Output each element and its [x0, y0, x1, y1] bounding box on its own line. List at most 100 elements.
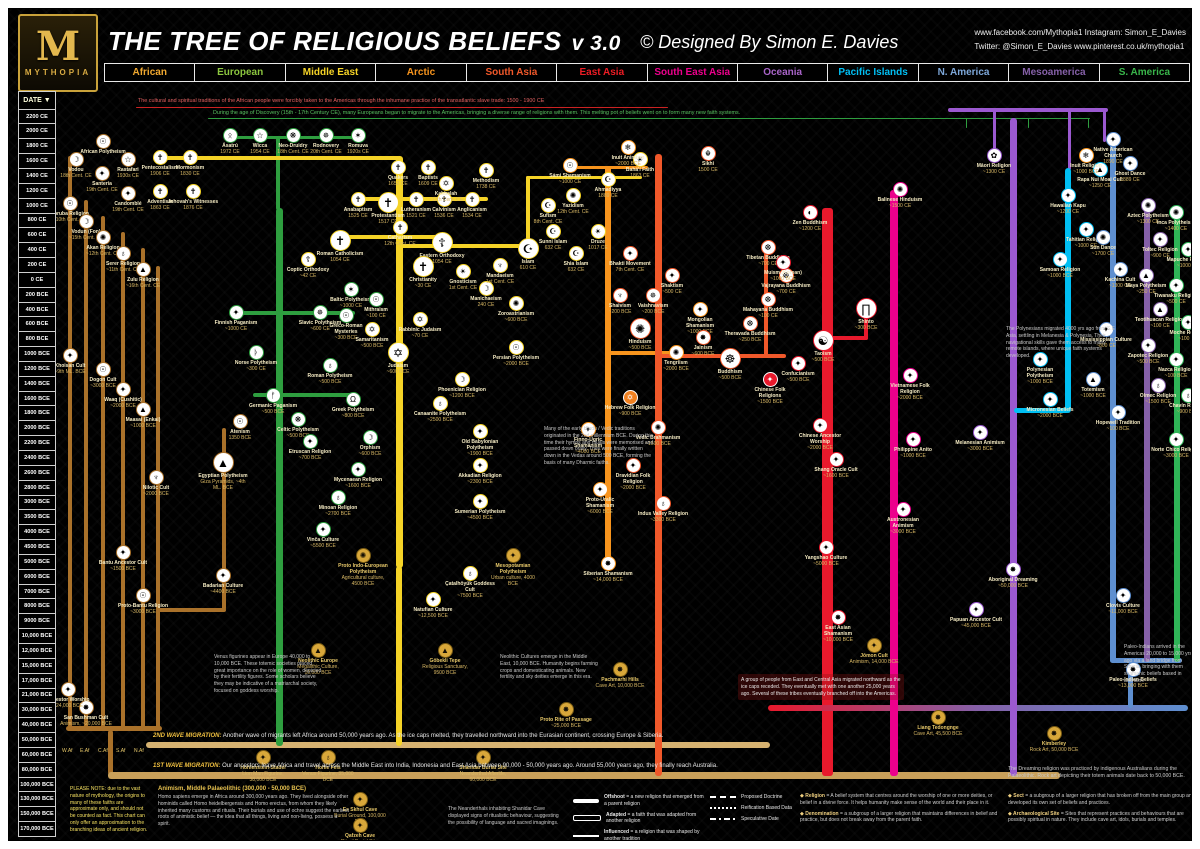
african-polytheism-icon: ☉	[95, 134, 111, 149]
node-hopewell-tradition: ✦Hopewell Tradition~100 BCE	[1091, 405, 1145, 433]
finno-ugric-shamanism-icon: ✦	[580, 422, 596, 437]
node-shaivism: ♆Shaivism~200 BCE	[593, 288, 647, 316]
definition-religion: ◆ Religion = A belief system that centre…	[800, 793, 993, 806]
maasai-enkai-label: Maasai (Enkai)~1000 BCE	[125, 417, 161, 429]
definition-sect-term: ◆ Sect	[1008, 793, 1026, 799]
timeline-4000-bce: 4000 BCE	[18, 524, 56, 541]
node-shinto: ∏Shinto~300 BCE	[839, 298, 893, 332]
node-proto-uralic-shamanism: ✦Proto-Uralic Shamanism~6000 BCE	[573, 482, 627, 516]
node-indus-valley-religion: ♁Indus Valley Religion~3300 BCE	[636, 496, 690, 524]
vodun-fon-label: Vodun (Fon)~15th Cent. CE	[68, 229, 104, 241]
node-papuan-ancestor-cult: ✦Papuan Ancestor Cult~45,000 BCE	[949, 602, 1003, 630]
branch-40	[890, 190, 898, 776]
polynesian-polytheism-label: Polynesian Polytheism~1000 BCE	[1026, 367, 1054, 385]
node-aboriginal-dreaming: ✸Aboriginal Dreaming~50,000 BCE	[986, 562, 1040, 590]
timeline-4500-bce: 4500 BCE	[18, 539, 56, 555]
node-ancestor-worship: ✦Ancestor Worship~24,000 BCE	[41, 682, 95, 710]
gnosticism-icon: ✴	[455, 264, 471, 279]
timeline-400-bce: 400 BCE	[18, 301, 56, 318]
rodnovery-icon: ✵	[318, 128, 334, 143]
timeline-600-ce: 600 CE	[18, 227, 56, 244]
legend-proposed-doctrine: Proposed Doctrine	[710, 794, 794, 801]
node-chinese-folk-religions: ✦Chinese Folk Religions~1500 BCE	[743, 372, 797, 406]
legend-proposed-doctrine-text: Proposed Doctrine	[741, 794, 783, 800]
definition-archaeological-site: ◆ Archaeological Site = Sites that repre…	[1008, 810, 1184, 824]
tahitian-religion-icon: ✦	[1078, 222, 1094, 237]
zapotec-religion-label: Zapotec Religion~500 BCE	[1127, 353, 1169, 365]
node-khoisan-cult: ✦Khoisan Cult~9th ML. BCE	[43, 348, 97, 376]
node-maya-polytheism: ▲Maya Polytheism~250 CE	[1119, 268, 1173, 296]
finno-ugric-shamanism-label: Finno-Ugric Shamanism~4000 BCE	[573, 437, 603, 455]
roman-polytheism-label: Roman Polytheism~500 BCE	[307, 373, 353, 385]
vin-a-culture-icon: ✦	[315, 522, 331, 537]
atalh-y-k-goddess-cult-icon: ♁	[462, 566, 478, 581]
badarian-culture-icon: ✦	[215, 568, 231, 583]
neolithic-europe-icon: ▲	[310, 643, 326, 658]
tahitian-religion-label: Tahitian Religion~1000 CE	[1066, 237, 1106, 249]
node-dogon-cult: ☉Dogon Cult~3000 BCE	[76, 362, 130, 390]
etruscan-religion-label: Etruscan Religion~700 BCE	[288, 449, 332, 461]
legend-reification-based-data: Reification Based Data	[710, 805, 794, 812]
please-note: PLEASE NOTE: due to the vast nature of m…	[70, 786, 148, 833]
hawaiian-kapu-icon: ✦	[1060, 188, 1076, 203]
inuit-animism-label: Inuit Animism~2000 BCE	[611, 155, 645, 167]
minoan-religion-label: Minoan Religion~2700 BCE	[318, 505, 358, 517]
timeline-7000-bce: 7000 BCE	[18, 583, 56, 600]
branch-16	[1088, 118, 1089, 128]
khoisan-cult-icon: ✦	[62, 348, 78, 363]
ancestor-worship-label: Ancestor Worship~24,000 BCE	[46, 697, 90, 709]
roman-polytheism-icon: ♁	[322, 358, 338, 373]
timeline-1800-bce: 1800 BCE	[18, 405, 56, 422]
san-bushman-cult-icon: ✸	[78, 700, 94, 715]
atalh-y-k-goddess-cult-label: Çatalhöyük Goddess Cult~7500 BCE	[445, 581, 495, 599]
liang-tedongnge-icon: ✸	[930, 710, 946, 725]
bhakti-movement-icon: ✦	[622, 246, 638, 261]
shaktism-icon: ✦	[664, 268, 680, 283]
timeline-800-ce: 800 CE	[18, 212, 56, 229]
tiwanaku-religion-icon: ✦	[1168, 278, 1184, 293]
siberian-shamanism-icon: ✸	[600, 556, 616, 571]
mapuche-religion-icon: ✦	[1180, 242, 1192, 257]
node-m-ori-religion: ✿Māori Religion~1300 CE	[967, 148, 1021, 176]
node-etruscan-religion: ✦Etruscan Religion~700 BCE	[283, 434, 337, 462]
teotihuacan-religion-icon: ▲	[1152, 302, 1168, 317]
serer-religion-icon: ♁	[115, 246, 131, 261]
paleo-indian-beliefs-icon: ✸	[1125, 662, 1141, 677]
ahmadiyya-icon: ☪	[600, 172, 616, 187]
coptic-orthodoxy-label: Coptic Orthodoxy~42 CE	[286, 267, 330, 279]
finnish-paganism-label: Finnish Paganism~1000 CE	[214, 320, 258, 332]
shaivism-label: Shaivism~200 BCE	[608, 303, 632, 315]
vedic-brahmanism-icon: ✺	[650, 420, 666, 435]
timeline-1600-bce: 1600 BCE	[18, 390, 56, 407]
totemism-label: Totemism~1000 BCE	[1080, 387, 1106, 399]
branch-43	[993, 108, 996, 154]
node-serer-religion: ♁Serer Religion~11th Cent. CE	[96, 246, 150, 274]
austronesian-animism-icon: ✦	[895, 502, 911, 517]
vajrayana-buddhism-label: Vajrayana Buddhism~700 CE	[761, 283, 811, 295]
node-qafzeh-cave: ✦Qafzeh CaveRitual Burial Site, 92,000 B…	[333, 818, 387, 841]
muism-korean-icon: ✦	[775, 255, 791, 270]
region-n-america: N. America	[917, 63, 1010, 82]
adventism-icon: ✝	[152, 184, 168, 199]
shaktism-label: Shaktism~500 CE	[660, 283, 684, 295]
node-mississippian-culture: ✦Mississippian Culture~800 CE	[1079, 322, 1133, 350]
